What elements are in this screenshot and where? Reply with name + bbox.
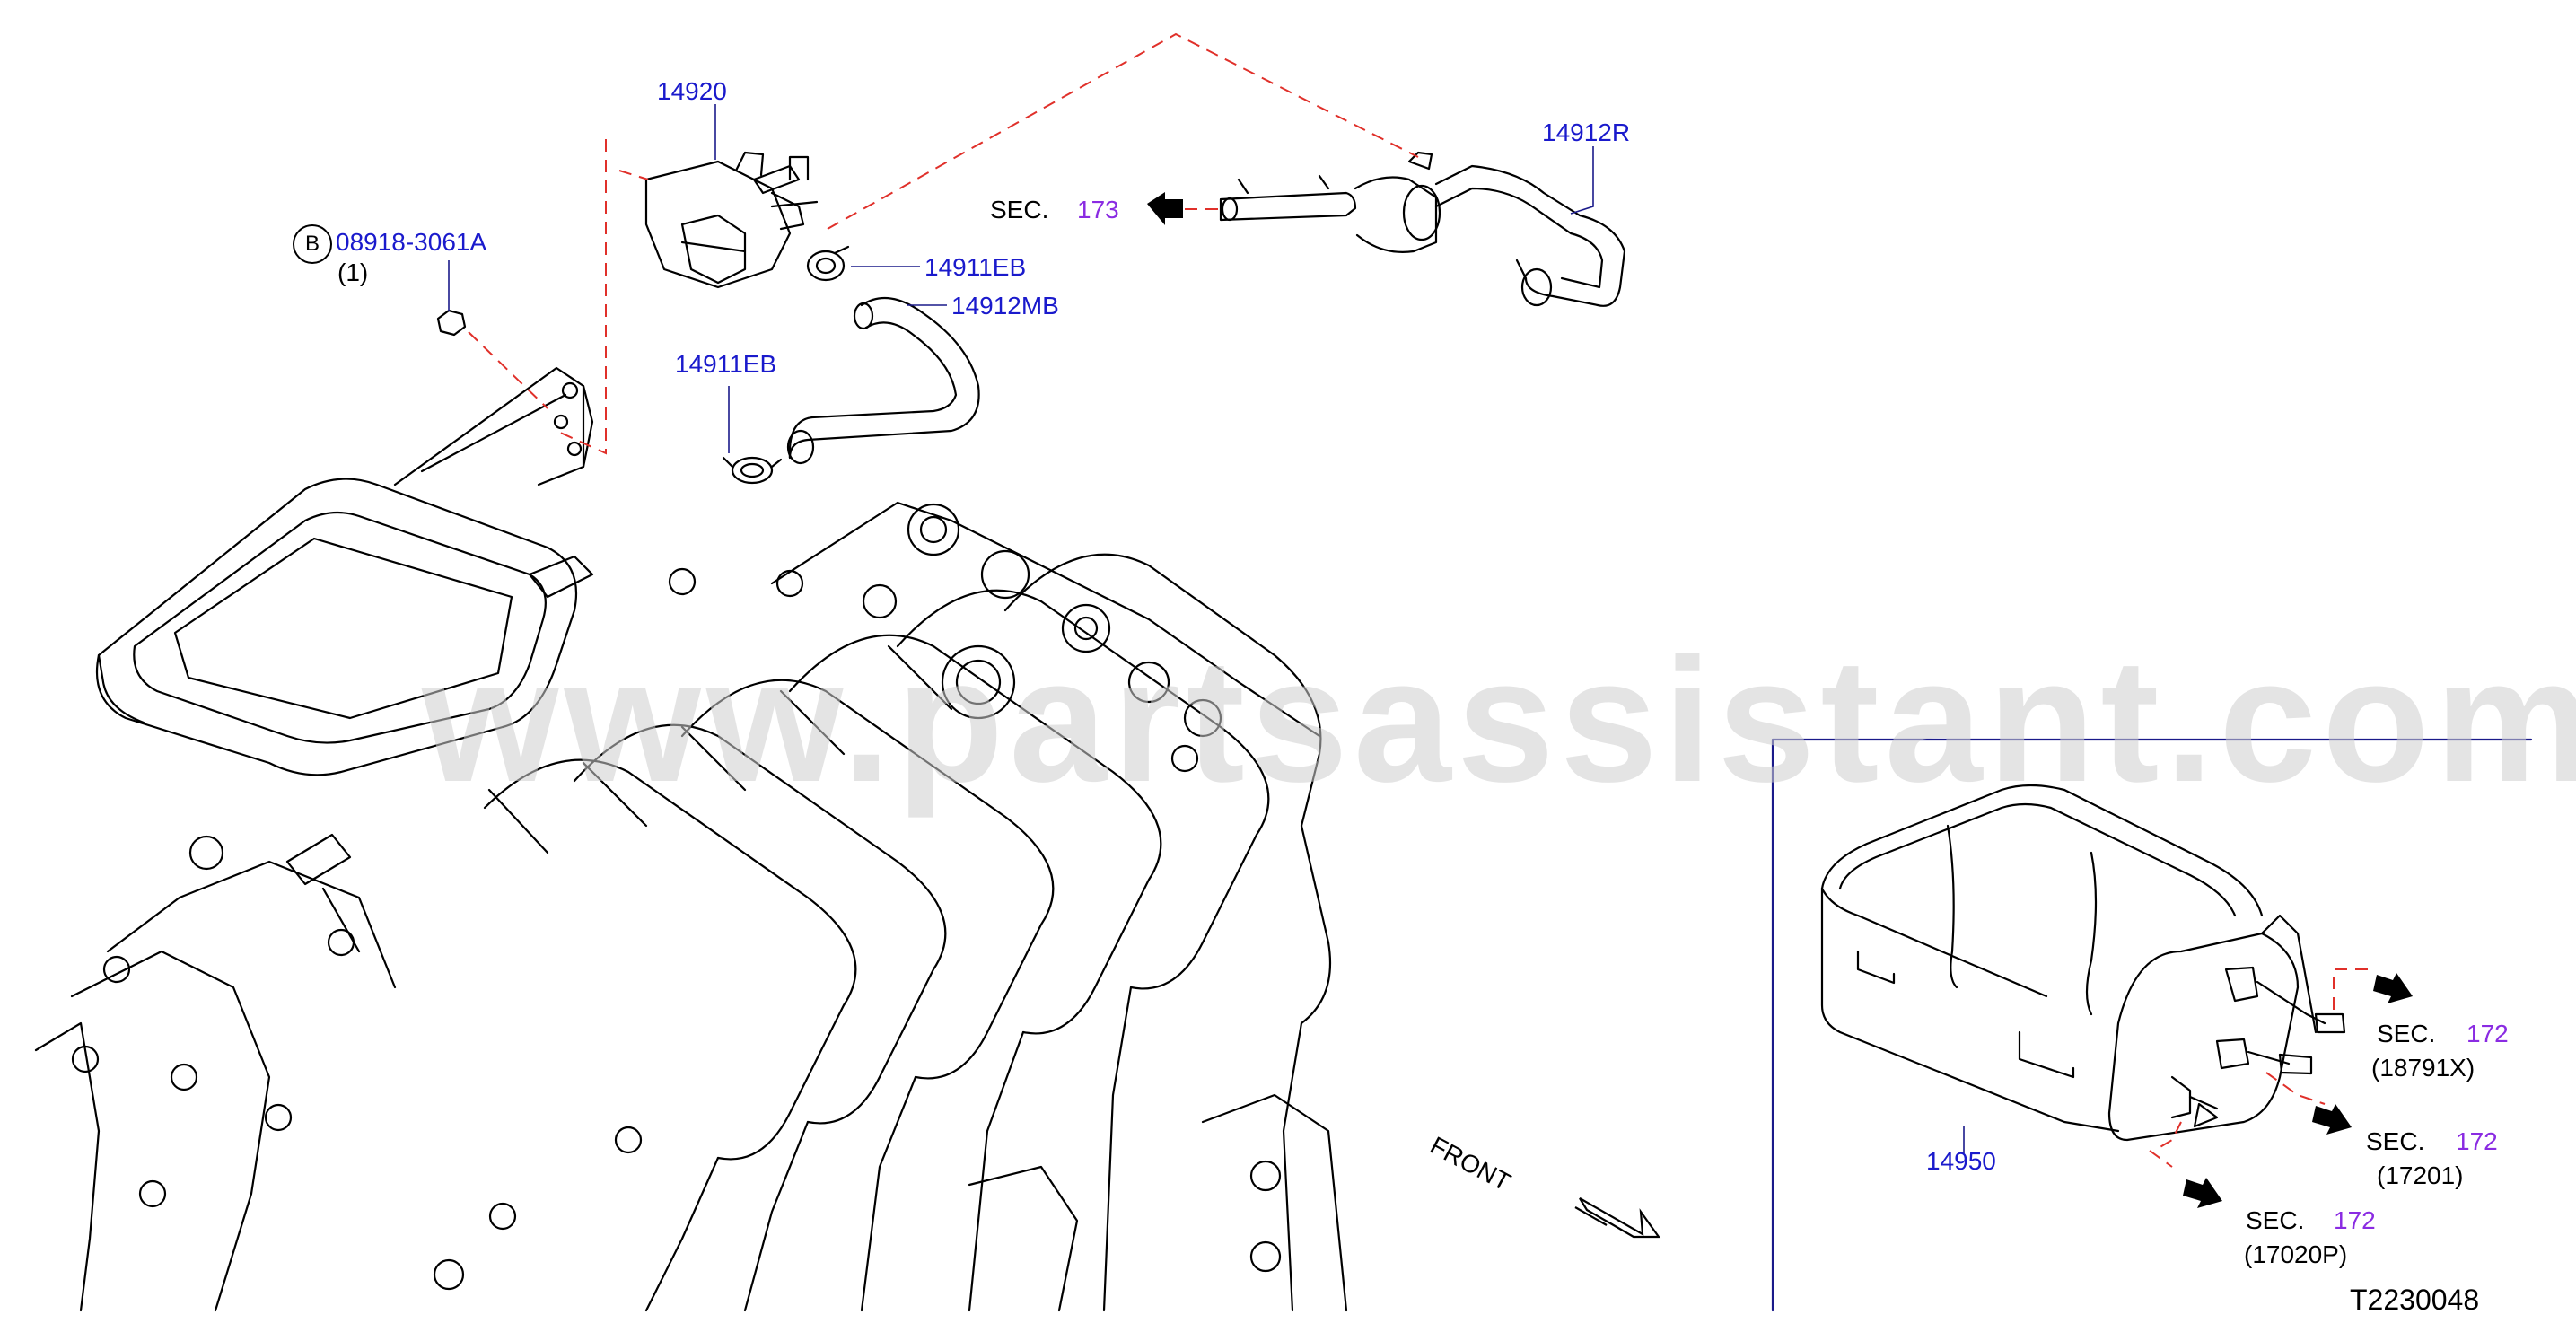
sec172-a-prefix: SEC. bbox=[2377, 1020, 2436, 1047]
front-arrow-icon bbox=[1574, 1197, 1661, 1239]
watermark: www.partsassistant.com bbox=[422, 622, 2576, 819]
sec172-b-prefix: SEC. bbox=[2366, 1127, 2425, 1155]
arrow-sec173 bbox=[1147, 192, 1183, 225]
inset-frame bbox=[1771, 738, 2533, 1312]
arrow-sec172-a bbox=[2373, 973, 2413, 1003]
callout-14911eb-upper[interactable]: 14911EB bbox=[924, 253, 1027, 281]
leader-lines bbox=[448, 104, 1965, 1153]
arrow-sec172-b bbox=[2312, 1104, 2352, 1135]
bolt-qty: (1) bbox=[337, 259, 369, 286]
hose-clamp-upper-illustration bbox=[806, 245, 850, 282]
sec173-link[interactable]: 173 bbox=[1077, 196, 1119, 223]
hose-clamp-lower-illustration bbox=[722, 456, 783, 485]
sec172-c-link[interactable]: 172 bbox=[2334, 1206, 2376, 1234]
diagram-id: T2230048 bbox=[2350, 1284, 2480, 1316]
nut-illustration bbox=[436, 309, 467, 337]
dashed-leaders bbox=[468, 32, 2370, 1168]
hose-14912r-illustration bbox=[1219, 151, 1626, 307]
callout-14912mb[interactable]: 14912MB bbox=[951, 292, 1059, 320]
canister-illustration bbox=[1820, 784, 2346, 1142]
callout-14950[interactable]: 14950 bbox=[1926, 1147, 1996, 1175]
arrow-sec172-c bbox=[2183, 1178, 2222, 1208]
purge-valve-illustration bbox=[644, 151, 819, 289]
sec172-a-ref: (18791X) bbox=[2371, 1054, 2475, 1082]
sec172-c-ref: (17020P) bbox=[2244, 1240, 2348, 1268]
section-arrows bbox=[1147, 192, 2413, 1208]
intake-manifold-illustration bbox=[34, 366, 1348, 1312]
sec172-a-link[interactable]: 172 bbox=[2466, 1020, 2509, 1047]
callout-14920[interactable]: 14920 bbox=[657, 77, 727, 105]
hose-14912mb-illustration bbox=[786, 296, 980, 465]
sec173-prefix: SEC. bbox=[990, 196, 1049, 223]
callout-14911eb-lower[interactable]: 14911EB bbox=[675, 350, 777, 378]
callout-08918-3061a[interactable]: 08918-3061A bbox=[336, 228, 487, 256]
sec172-c-prefix: SEC. bbox=[2246, 1206, 2305, 1234]
sec172-b-ref: (17201) bbox=[2377, 1161, 2464, 1189]
sec172-b-link[interactable]: 172 bbox=[2456, 1127, 2498, 1155]
callout-14912r[interactable]: 14912R bbox=[1542, 118, 1631, 146]
bolt-ref-circle: B bbox=[293, 224, 332, 264]
